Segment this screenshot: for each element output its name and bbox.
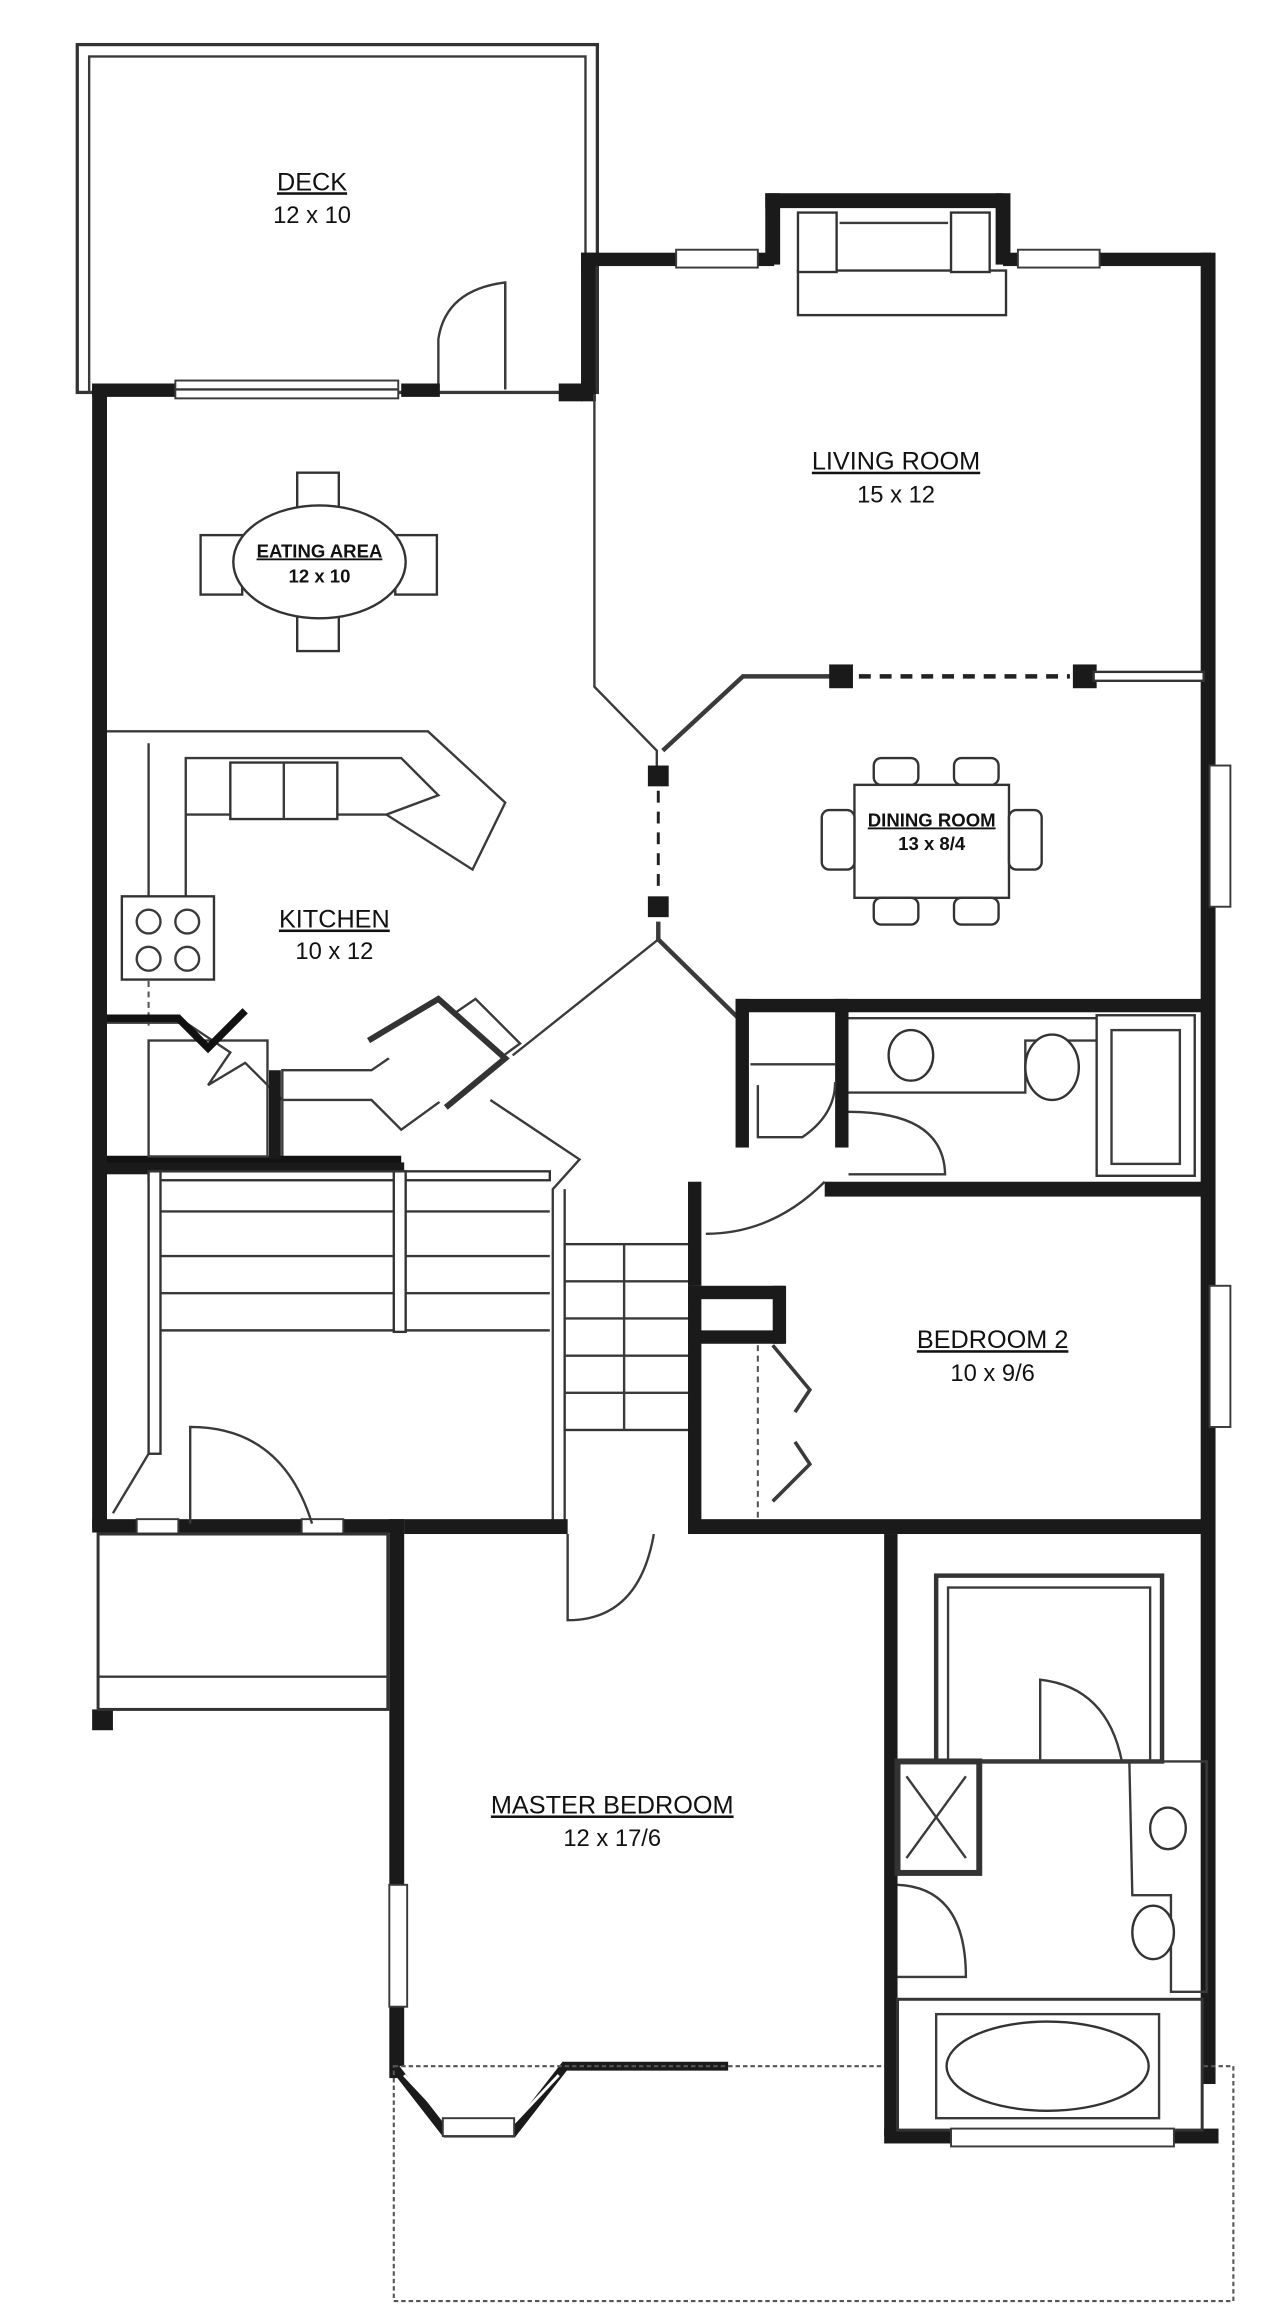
fireplace xyxy=(796,211,1008,317)
staircase xyxy=(106,1098,693,1524)
room-label-deck: DECK xyxy=(277,168,347,196)
dining-table: DINING ROOM 13 x 8/4 xyxy=(820,756,1043,926)
room-dim-dining: 13 x 8/4 xyxy=(898,833,966,854)
room-dim-kitchen: 10 x 12 xyxy=(295,938,373,965)
windows xyxy=(135,248,1232,2008)
porch xyxy=(96,1532,390,1711)
room-dim-deck: 12 x 10 xyxy=(273,202,351,229)
room-label-master: MASTER BEDROOM xyxy=(491,1791,734,1819)
room-label-living: LIVING ROOM xyxy=(812,448,980,476)
room-dim-eating: 12 x 10 xyxy=(289,566,351,587)
room-dim-living: 15 x 12 xyxy=(857,481,935,508)
hall-bath xyxy=(688,998,1209,1286)
kitchen-counters: KITCHEN 10 x 12 xyxy=(106,730,522,1175)
room-dim-master: 12 x 17/6 xyxy=(563,1825,661,1852)
master-bedroom: MASTER BEDROOM 12 x 17/6 xyxy=(390,1519,1235,2303)
room-label-bedroom-2: BEDROOM 2 xyxy=(917,1326,1069,1354)
living-dining-partition xyxy=(511,393,1205,1057)
bedroom-2-walls: BEDROOM 2 10 x 9/6 xyxy=(688,1285,1209,1535)
room-dim-bedroom-2: 10 x 9/6 xyxy=(950,1360,1035,1387)
master-bath xyxy=(884,1534,1219,2148)
deck xyxy=(75,42,599,395)
room-label-eating: EATING AREA xyxy=(257,540,383,561)
room-label-kitchen: KITCHEN xyxy=(279,906,390,934)
room-label-dining: DINING ROOM xyxy=(868,809,996,830)
eating-table: EATING AREA 12 x 10 xyxy=(199,471,439,653)
